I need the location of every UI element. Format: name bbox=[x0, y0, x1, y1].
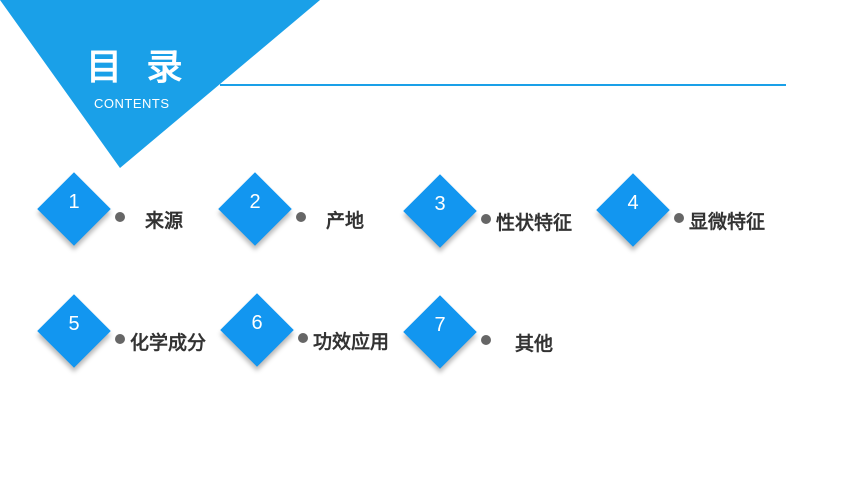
toc-item-label: 化学成分 bbox=[130, 332, 207, 354]
toc-item-number: 4 bbox=[627, 192, 639, 214]
toc-item-label: 功效应用 bbox=[313, 331, 390, 353]
toc-item-number: 6 bbox=[251, 312, 263, 334]
toc-item-4[interactable]: 4 显微特征 bbox=[596, 173, 798, 256]
bullet-icon bbox=[481, 214, 491, 224]
toc-item-label: 产地 bbox=[326, 210, 365, 232]
toc-item-2[interactable]: 2 产地 bbox=[218, 172, 420, 255]
toc-item-3[interactable]: 3 性状特征 bbox=[403, 174, 605, 257]
toc-item-number: 1 bbox=[68, 191, 80, 213]
page-subtitle: CONTENTS bbox=[94, 96, 170, 111]
toc-item-7[interactable]: 7 其他 bbox=[403, 295, 605, 378]
toc-item-5[interactable]: 5 化学成分 bbox=[37, 294, 239, 377]
bullet-icon bbox=[115, 212, 125, 222]
bullet-icon bbox=[481, 335, 491, 345]
toc-item-number: 3 bbox=[434, 193, 446, 215]
toc-item-number: 2 bbox=[249, 191, 261, 213]
page-title: 目 录 bbox=[86, 47, 189, 88]
bullet-icon bbox=[298, 333, 308, 343]
toc-item-number: 7 bbox=[434, 314, 446, 336]
bullet-icon bbox=[296, 212, 306, 222]
header-divider bbox=[220, 84, 786, 86]
toc-item-label: 显微特征 bbox=[689, 211, 766, 233]
toc-item-6[interactable]: 6 功效应用 bbox=[220, 293, 422, 376]
header-triangle bbox=[0, 0, 320, 168]
toc-item-number: 5 bbox=[68, 313, 80, 335]
toc-item-label: 其他 bbox=[515, 333, 554, 355]
toc-item-label: 性状特征 bbox=[496, 212, 573, 234]
bullet-icon bbox=[674, 213, 684, 223]
toc-item-label: 来源 bbox=[145, 210, 184, 232]
toc-item-1[interactable]: 1 来源 bbox=[37, 172, 239, 255]
bullet-icon bbox=[115, 334, 125, 344]
